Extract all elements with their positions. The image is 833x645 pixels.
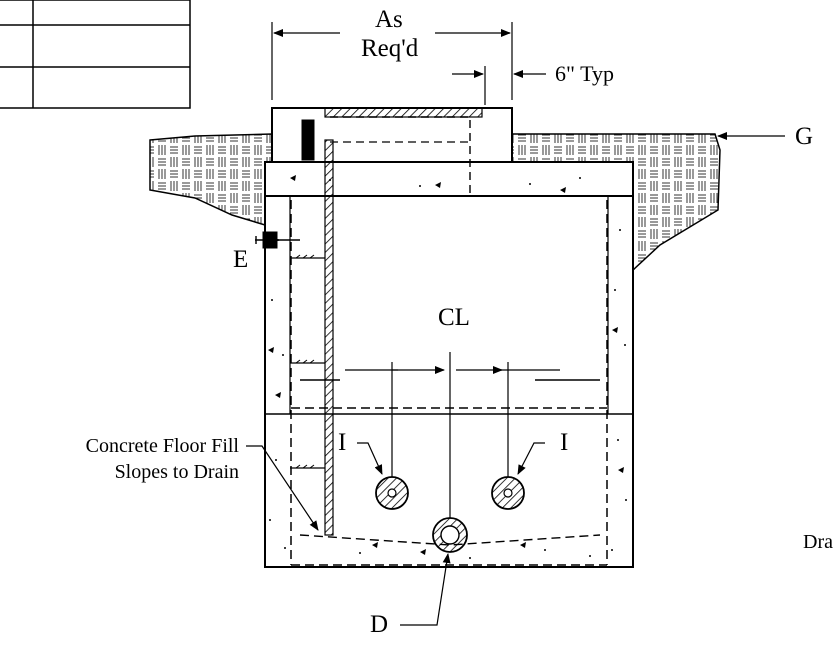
inlet-left-label: I bbox=[338, 429, 347, 456]
grate-frame bbox=[271, 107, 513, 196]
title-block bbox=[0, 0, 191, 109]
as-label: As bbox=[375, 6, 403, 33]
inlet-right-label: I bbox=[560, 429, 569, 456]
drain-pipe bbox=[432, 517, 468, 553]
drain-label: D bbox=[370, 611, 389, 638]
concrete-box bbox=[264, 161, 634, 568]
floor-fill-label-2: Slopes to Drain bbox=[114, 461, 239, 483]
centerline-label: CL bbox=[438, 304, 470, 331]
e-bracket bbox=[255, 231, 300, 249]
grade-label: G bbox=[795, 123, 814, 150]
e-label: E bbox=[233, 246, 249, 273]
partial-right-label: Dra bbox=[803, 531, 833, 553]
inlet-pipe-left bbox=[375, 476, 409, 510]
leaders bbox=[246, 132, 785, 626]
soil-left bbox=[149, 133, 273, 227]
typ-offset-label: 6" Typ bbox=[555, 61, 614, 86]
floor-fill-label-1: Concrete Floor Fill bbox=[85, 435, 239, 457]
inlet-pipe-right bbox=[491, 476, 525, 510]
ladder bbox=[290, 139, 334, 536]
width-dimension bbox=[271, 22, 546, 105]
centerline-dims bbox=[300, 352, 600, 518]
reqd-label: Req'd bbox=[361, 35, 419, 62]
